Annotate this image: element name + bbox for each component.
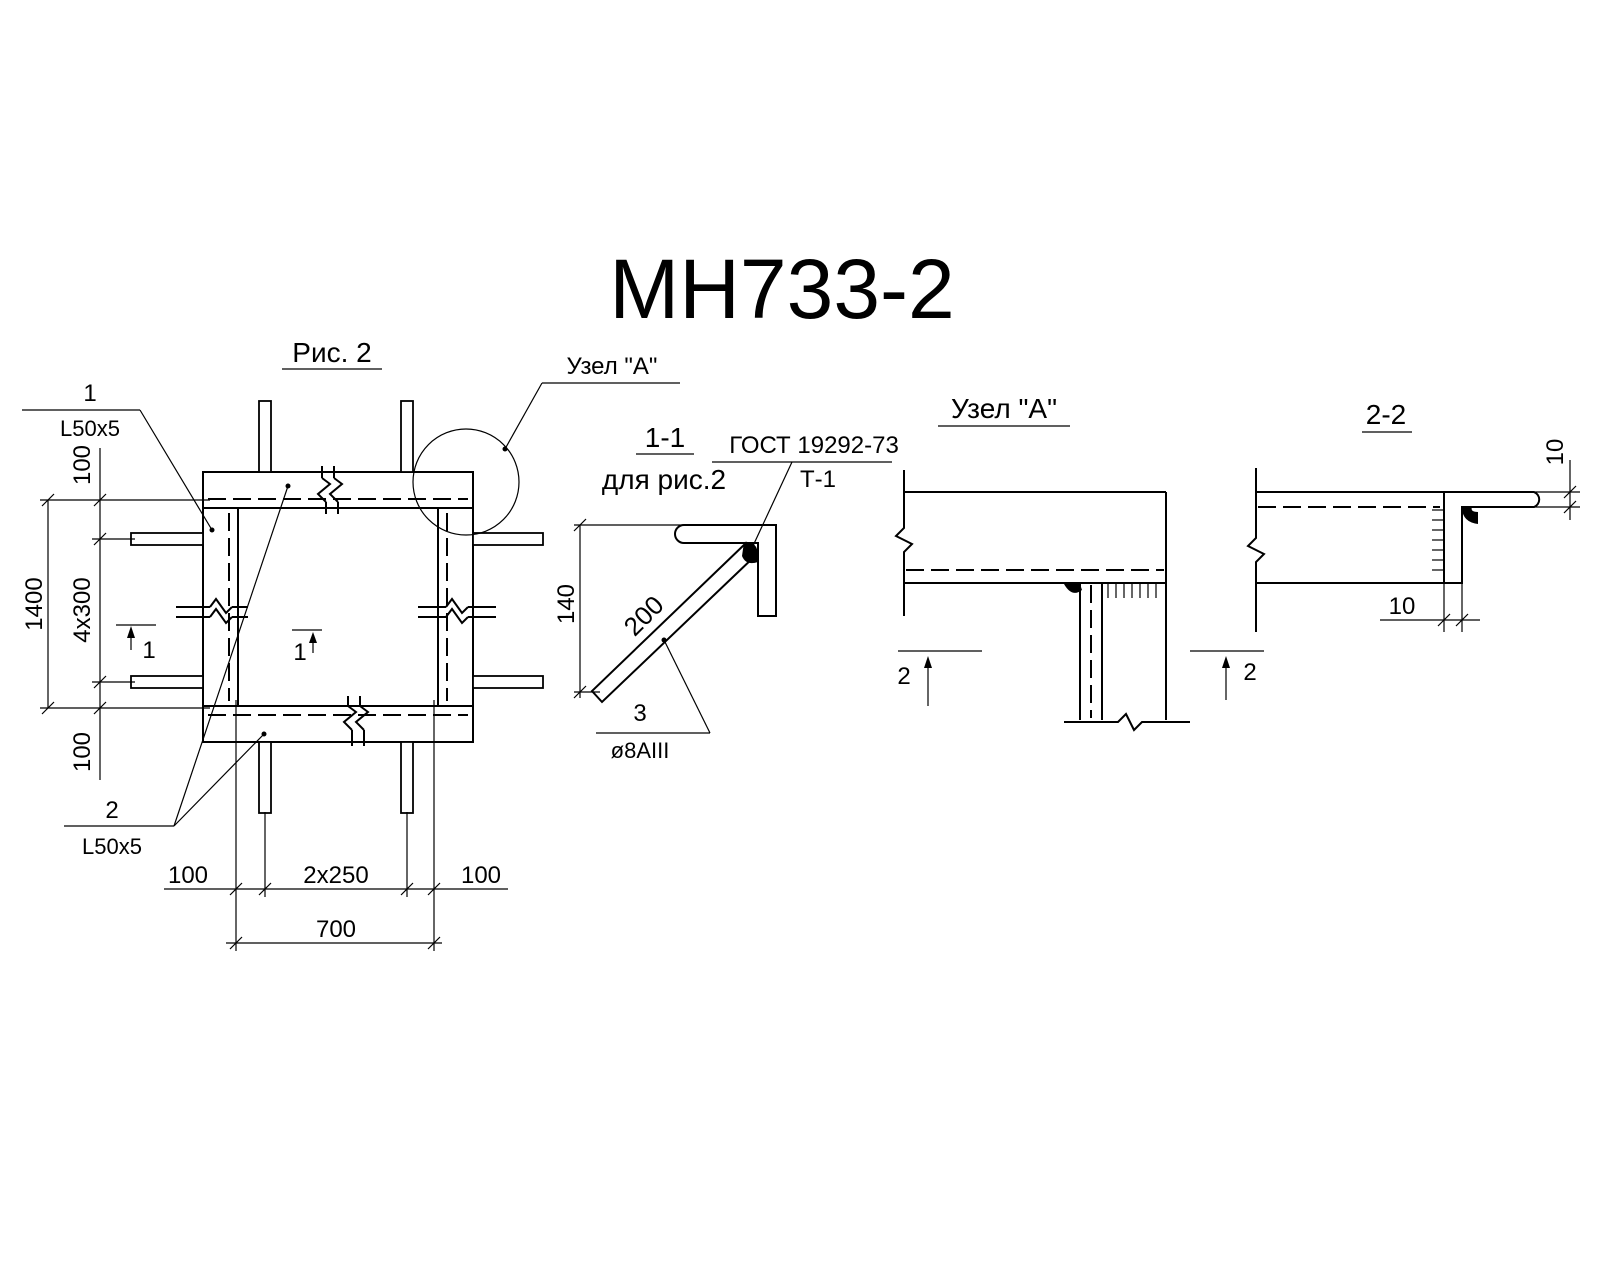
weld-hatch <box>1107 584 1157 598</box>
pos2-profile: L50x5 <box>82 834 142 859</box>
pos3-profile: ø8AIII <box>611 738 670 763</box>
anchor-bar-left-upper <box>130 532 204 546</box>
node-a-detail: Узел "А" 2 <box>894 393 1264 732</box>
fig2-title: Рис. 2 <box>292 337 371 368</box>
figure-2-plan: Рис. 2 <box>21 337 680 951</box>
anchor-bar-left-lower <box>130 675 204 689</box>
anchor-bar-top-left <box>258 400 272 473</box>
node-a-leader-dot <box>502 446 508 452</box>
break-mark-left <box>176 597 248 625</box>
node-a-callout-circle <box>412 428 520 536</box>
anchor-bar-bottom-left <box>258 741 272 814</box>
t1-label: Т-1 <box>800 466 836 493</box>
anchor-bar-right-lower <box>472 675 544 689</box>
svg-text:2: 2 <box>1243 659 1256 686</box>
pos2-leader-dot-b <box>261 731 267 737</box>
svg-text:1: 1 <box>142 637 155 664</box>
post-break-line <box>1064 712 1190 732</box>
sec22-title: 2-2 <box>1366 399 1406 430</box>
pos1-leader <box>139 409 213 531</box>
anchor-bar-bottom-right <box>400 741 414 814</box>
anchor-bar-right-upper <box>472 532 544 546</box>
dim-10-side: 10 <box>1389 593 1416 620</box>
gost-leader <box>751 461 793 549</box>
section-2-mark-left: 2 <box>897 650 982 706</box>
dim-bottom-100: 100 <box>69 732 96 772</box>
pos3-leader <box>663 639 711 734</box>
sec11-dim-140 <box>573 518 684 699</box>
sec22-weld <box>1462 507 1478 524</box>
pos2-leader-dot-a <box>285 483 291 489</box>
sec22-dim-10-side <box>1380 583 1480 632</box>
section-1-mark-center: 1 <box>292 629 322 666</box>
sec11-title: 1-1 <box>645 422 685 453</box>
dim-pitch-2x250: 2x250 <box>303 862 368 889</box>
node-a-title: Узел "А" <box>951 393 1057 424</box>
sec22-hatch <box>1432 509 1444 571</box>
sec22-dim-10-top <box>1534 460 1580 520</box>
sec11-subtitle: для рис.2 <box>602 464 726 495</box>
beam-break-line <box>894 470 914 616</box>
sec22-break-line <box>1246 468 1266 632</box>
node-a-weld <box>1064 584 1082 593</box>
pos1-leader-dot <box>209 527 215 533</box>
dim-right-100: 100 <box>461 862 501 889</box>
angle-profile <box>674 524 777 617</box>
svg-text:1: 1 <box>293 639 306 666</box>
pos1-profile: L50x5 <box>60 416 120 441</box>
section-2-mark-right: 2 <box>1190 650 1264 700</box>
rod-pos3 <box>590 541 758 704</box>
break-mark-right <box>418 597 496 625</box>
section-1-mark-left: 1 <box>116 624 156 664</box>
pos2-number: 2 <box>105 797 118 824</box>
sec22-angle <box>1443 491 1541 584</box>
pos2-leader-b <box>173 733 265 827</box>
anchor-bar-top-right <box>400 400 414 473</box>
left-dimension-lines <box>40 448 210 780</box>
dim-height-1400: 1400 <box>21 577 48 630</box>
dim-left-100: 100 <box>168 862 208 889</box>
rod-length-200: 200 <box>618 590 670 642</box>
pos3-leader-dot <box>661 637 667 643</box>
dim-pitch-4x300: 4x300 <box>69 577 96 642</box>
dim-top-100: 100 <box>69 445 96 485</box>
pos2-leader-a <box>173 485 289 827</box>
pos3-number: 3 <box>633 700 646 727</box>
node-a-leader <box>504 382 543 450</box>
dim-140: 140 <box>553 584 580 624</box>
break-mark-bottom <box>342 696 370 746</box>
drawing-title: МН733-2 <box>609 242 954 336</box>
pos1-number: 1 <box>83 380 96 407</box>
gost-label: ГОСТ 19292-73 <box>729 432 899 459</box>
section-1-1: 1-1 для рис.2 200 ГОСТ 19292-73 Т-1 140 … <box>553 422 899 763</box>
node-a-callout-label: Узел "А" <box>567 353 658 380</box>
svg-text:2: 2 <box>897 663 910 690</box>
dim-width-700: 700 <box>316 916 356 943</box>
dim-10-top: 10 <box>1542 439 1569 466</box>
section-2-2: 2-2 10 <box>1246 399 1580 632</box>
bottom-dimension-lines <box>164 700 508 951</box>
break-mark-top <box>316 466 344 514</box>
